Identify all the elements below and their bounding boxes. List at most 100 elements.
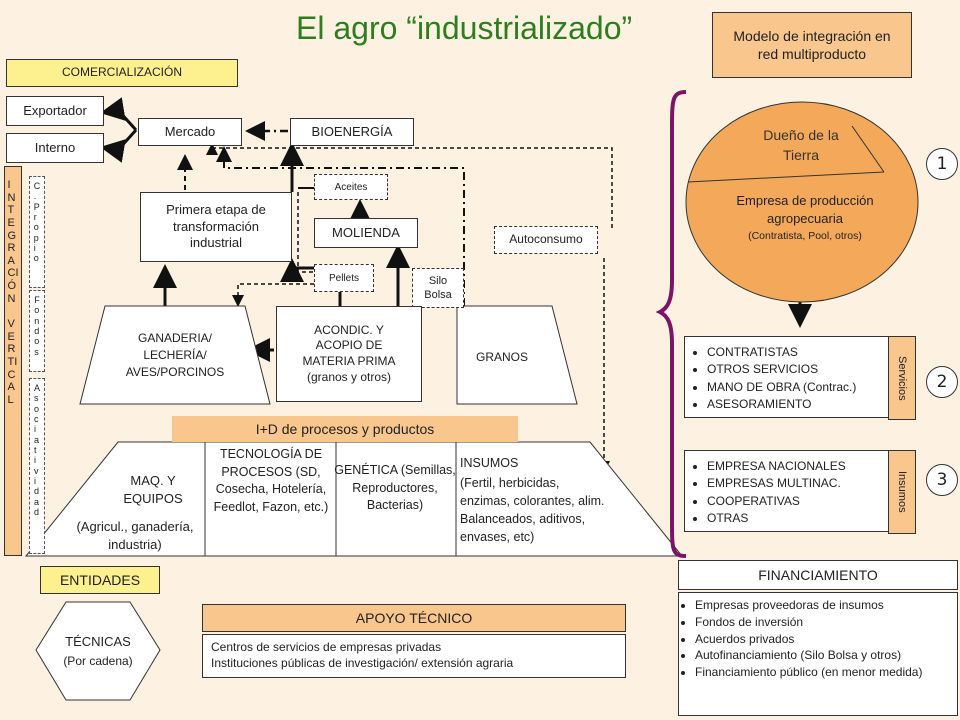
silo-bolsa-box: Silo Bolsa (412, 268, 464, 308)
model-box: Modelo de integración en red multiproduc… (712, 12, 912, 78)
list-item: Empresas proveedoras de insumos (695, 597, 953, 614)
asoc-letter: o (33, 403, 39, 414)
propio-letter: o (33, 222, 39, 233)
bioenergia-box: BIOENERGÍA (290, 118, 414, 146)
propio-letter: C (33, 181, 41, 191)
integracion-letter (8, 305, 19, 318)
asoc-letter: a (33, 496, 39, 507)
apoyo-title: APOYO TÉCNICO (202, 604, 626, 632)
network-brace (655, 90, 687, 558)
financiamiento-box: Empresas proveedoras de insumos Fondos d… (678, 592, 958, 716)
number-badge-3: 3 (926, 464, 958, 496)
dueno-label: Dueño de la Tierra (763, 127, 839, 163)
granos-label: GRANOS (476, 350, 529, 364)
fondos-letter: n (34, 315, 40, 326)
list-item: COOPERATIVAS (707, 493, 885, 510)
page-title: El agro “industrializado” (296, 10, 633, 46)
asoc-letter: d (33, 486, 39, 497)
list-item: Fondos de inversión (695, 614, 953, 631)
number-badge-1: 1 (926, 148, 958, 180)
integracion-letter: I (7, 179, 11, 191)
id-bar: I+D de procesos y productos (172, 416, 518, 442)
mercado-box: Mercado (138, 118, 242, 146)
asoc-letter: s (33, 393, 39, 404)
asoc-letter: i (33, 455, 36, 466)
asoc-letter: c (33, 414, 39, 425)
integracion-letter: E (7, 330, 15, 343)
acondic-box: ACONDIC. Y ACOPIO DE MATERIA PRIMA (gran… (276, 306, 422, 402)
list-item: EMPRESA NACIONALES (707, 458, 885, 475)
list-item: EMPRESAS MULTINAC. (707, 475, 885, 492)
apoyo-line: Instituciones públicas de investigación/… (211, 656, 514, 671)
entidades-label: ENTIDADES (40, 566, 160, 594)
maq-label: MAQ. Y EQUIPOS (123, 473, 183, 506)
fondos-letter: o (34, 336, 40, 347)
granos-trapezoid (456, 305, 578, 405)
list-item: OTROS SERVICIOS (707, 361, 885, 378)
integracion-letter: Ó (7, 280, 17, 293)
insumos-title: INSUMOS (460, 456, 519, 470)
producer-circle (685, 101, 919, 303)
integracion-letter: L (7, 393, 14, 406)
integracion-letter: TI (7, 355, 18, 368)
empresa-label: Empresa de producción agropecuaria (736, 193, 874, 227)
servicios-box: CONTRATISTAS OTROS SERVICIOS MANO DE OBR… (684, 336, 890, 418)
financiamiento-title: FINANCIAMIENTO (678, 560, 958, 590)
integracion-letter: A (7, 254, 15, 267)
maq-sub: (Agricul., ganadería, industria) (76, 519, 194, 553)
list-item: ASESORAMIENTO (707, 396, 885, 413)
genetica-label: GENÉTICA (Semillas, Reproductores, Bacte… (334, 463, 456, 512)
propio-letter: . (33, 191, 37, 202)
empresa-sub: (Contratista, Pool, otros) (748, 230, 862, 242)
propio-letter: p (33, 232, 39, 243)
servicios-list: CONTRATISTAS OTROS SERVICIOS MANO DE OBR… (689, 344, 885, 414)
insumos-body: (Fertil, herbicidas, enzimas, colorantes… (460, 476, 605, 545)
asoc-letter: i (33, 424, 36, 435)
propio-letter: o (33, 253, 39, 264)
insumos-box: EMPRESA NACIONALES EMPRESAS MULTINAC. CO… (684, 450, 890, 532)
list-item: MANO DE OBRA (Contrac.) (707, 379, 885, 396)
autoconsumo-box: Autoconsumo (494, 226, 598, 254)
exportador-box: Exportador (6, 96, 104, 126)
integracion-letter: R (7, 242, 16, 255)
propio-letter: r (33, 212, 37, 223)
ganaderia-trapezoid (79, 305, 271, 405)
asoc-letter: t (33, 445, 37, 456)
molienda-box: MOLIENDA (314, 218, 418, 248)
propio-letter: P (33, 201, 40, 212)
integracion-letter: A (7, 381, 15, 394)
apoyo-body: Centros de servicios de empresas privada… (202, 634, 626, 678)
ganaderia-label: GANADERIA/ LECHERÍA/ AVES/PORCINOS (125, 331, 225, 379)
primera-etapa-box: Primera etapa de transformación industri… (140, 192, 292, 262)
asoc-letter: a (33, 434, 39, 445)
pellets-box: Pellets (314, 264, 374, 292)
integracion-letter: N (7, 191, 16, 204)
tecnicas-label: TÉCNICAS (65, 634, 131, 649)
integracion-letter: R (7, 343, 16, 356)
list-item: Financiamiento público (en menor medida) (695, 664, 953, 681)
market-bracket (116, 108, 138, 152)
tecnologia-label: TECNOLOGÍA DE PROCESOS (SD, Cosecha, Hot… (213, 447, 329, 514)
asoc-letter: d (33, 507, 39, 518)
integracion-letter: C (7, 368, 16, 381)
integracion-letter: CI (7, 267, 19, 280)
propio-letter: i (33, 243, 36, 254)
list-item: CONTRATISTAS (707, 344, 885, 361)
insumos-label: Insumos (888, 450, 916, 534)
integracion-letter: E (7, 216, 15, 229)
list-item: Acuerdos privados (695, 631, 953, 648)
integracion-letter: V (7, 318, 15, 331)
asoc-letter: v (33, 465, 39, 476)
insumos-list: EMPRESA NACIONALES EMPRESAS MULTINAC. CO… (689, 458, 885, 528)
apoyo-line: Centros de servicios de empresas privada… (211, 640, 442, 654)
fondos-letter: o (34, 305, 40, 316)
interno-box: Interno (6, 133, 104, 163)
